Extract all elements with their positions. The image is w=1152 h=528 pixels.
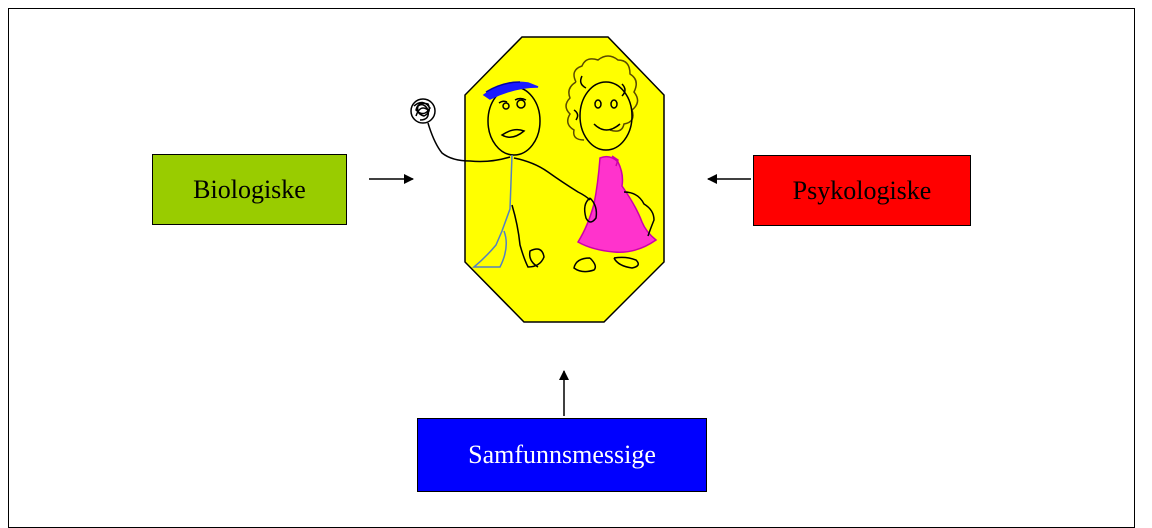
- node-societal-label: Samfunnsmessige: [468, 440, 656, 469]
- flower-icon: [410, 98, 436, 124]
- node-biological: Biologiske: [152, 154, 347, 225]
- boy-figure: [410, 81, 591, 268]
- node-societal: Samfunnsmessige: [417, 418, 707, 492]
- node-biological-label: Biologiske: [193, 174, 306, 204]
- node-psychological-label: Psykologiske: [792, 175, 932, 205]
- diagram-canvas: [369, 36, 751, 416]
- girl-figure: [565, 55, 658, 273]
- node-psychological: Psykologiske: [753, 155, 971, 226]
- center-octagon: [464, 36, 665, 323]
